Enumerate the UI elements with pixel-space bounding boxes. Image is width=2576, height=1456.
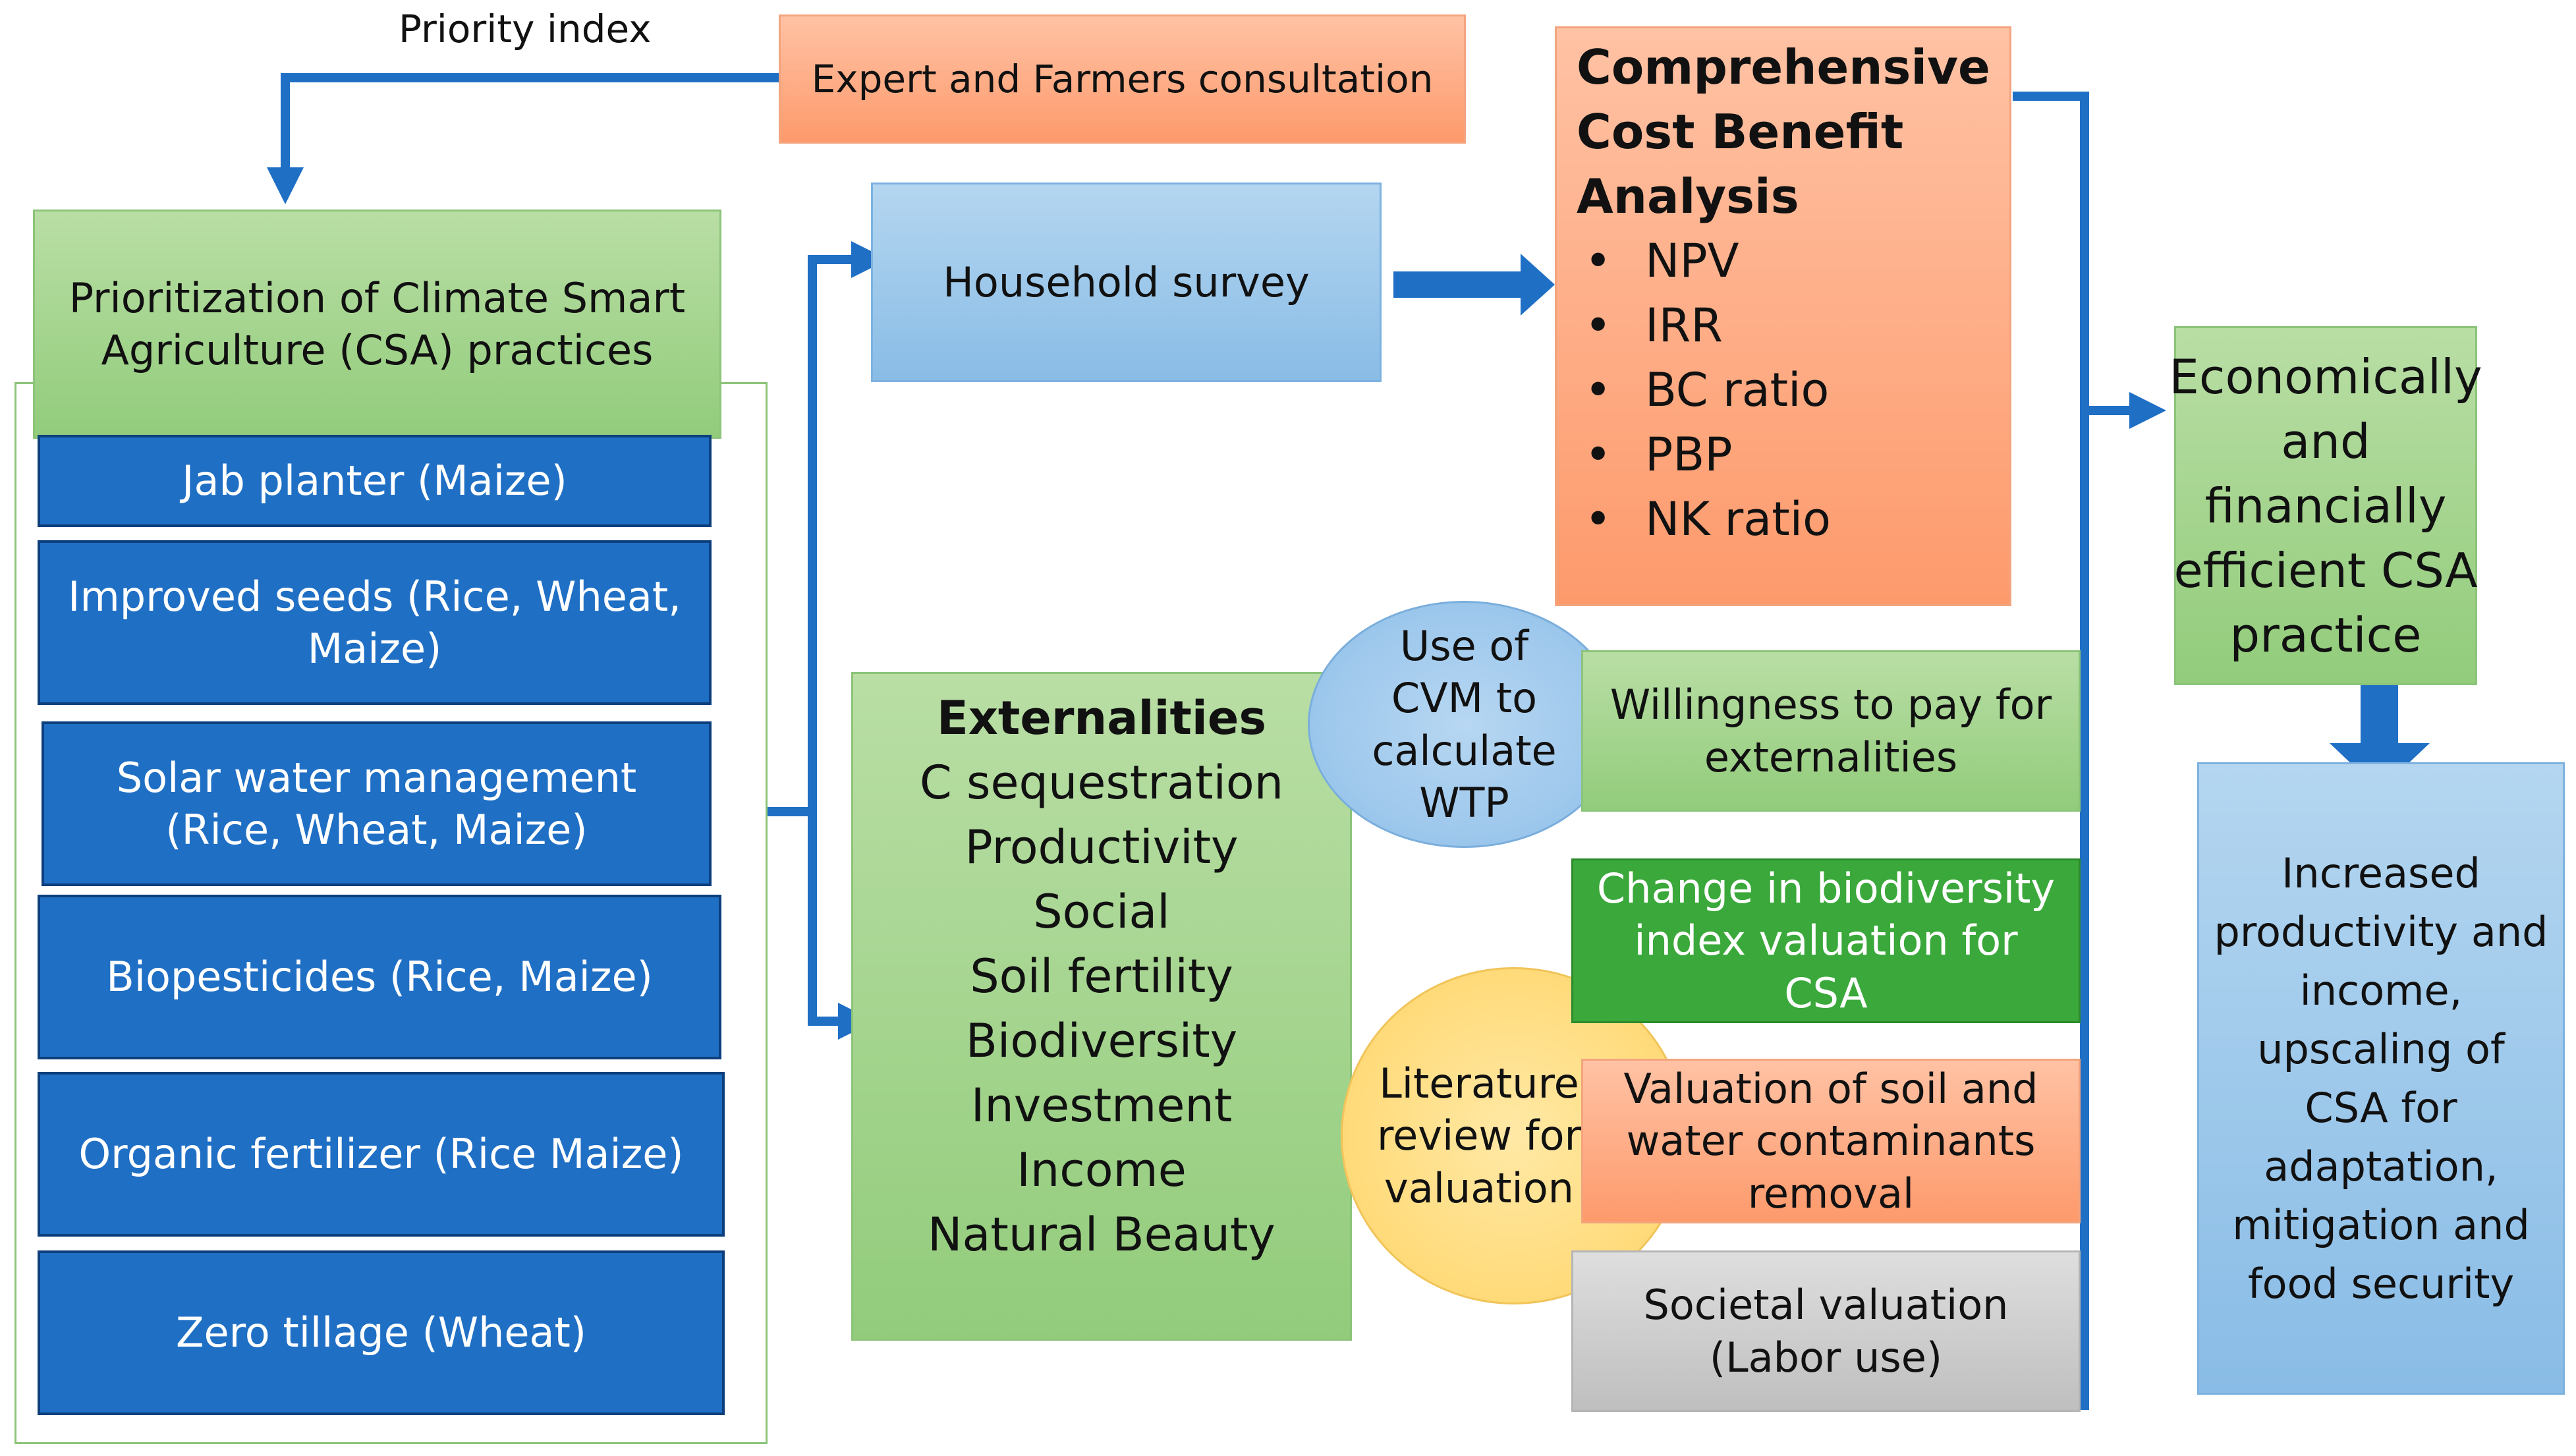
cba-metric-pbp: PBP: [1584, 422, 1831, 487]
cvm-line: Use of: [1399, 621, 1529, 670]
cvm-ellipse: Use of CVM to calculate WTP: [1308, 601, 1621, 848]
literature-line: review for: [1377, 1111, 1581, 1160]
externality-item: C sequestration: [919, 756, 1284, 810]
cba-metric-bc-ratio: BC ratio: [1584, 358, 1831, 422]
practice-improved-seeds: Improved seeds (Rice, Wheat, Maize): [38, 540, 712, 705]
externality-item: Social: [1033, 885, 1170, 939]
externality-item: Biodiversity: [965, 1014, 1238, 1068]
practice-jab-planter: Jab planter (Maize): [38, 435, 712, 527]
practice-organic-fertilizer: Organic fertilizer (Rice Maize): [38, 1072, 725, 1237]
practice-solar-water-management: Solar water management (Rice, Wheat, Mai…: [42, 721, 712, 886]
willingness-to-pay-box: Willingness to pay for externalities: [1581, 650, 2081, 812]
survey-branch-arrow: [808, 241, 888, 812]
cost-benefit-analysis-box: Comprehensive Cost Benefit Analysis NPV …: [1555, 26, 2011, 606]
practice-biopesticides: Biopesticides (Rice, Maize): [38, 895, 721, 1059]
externalities-title: Externalities: [936, 691, 1267, 745]
externality-item: Natural Beauty: [928, 1208, 1275, 1262]
priority-index-arrow: [267, 73, 781, 204]
externality-item: Soil fertility: [970, 949, 1233, 1003]
priority-index-label: Priority index: [399, 7, 652, 51]
externality-item: Productivity: [965, 820, 1239, 874]
economically-efficient-practice-box: Economically and financially efficient C…: [2169, 326, 2482, 685]
externality-item: Income: [1017, 1143, 1187, 1197]
survey-to-cba-arrow: [1393, 254, 1555, 316]
cba-title-line: Cost Benefit: [1577, 104, 1904, 159]
externalities-branch-arrow: [808, 812, 875, 1040]
outcome-box: Increased productivity and income, upsca…: [2197, 762, 2565, 1395]
cvm-line: WTP: [1419, 778, 1509, 827]
cba-metric-nk-ratio: NK ratio: [1584, 487, 1831, 551]
household-survey-box: Household survey: [871, 182, 1382, 382]
cba-title-line: Analysis: [1577, 169, 1799, 224]
cvm-line: calculate: [1372, 726, 1557, 775]
cba-metric-irr: IRR: [1584, 293, 1831, 358]
externality-item: Investment: [970, 1078, 1233, 1133]
practice-zero-tillage: Zero tillage (Wheat): [38, 1250, 725, 1415]
cvm-line: CVM to: [1391, 674, 1538, 723]
prioritization-box: Prioritization of Climate Smart Agricult…: [33, 210, 721, 439]
consultation-box: Expert and Farmers consultation: [779, 14, 1466, 144]
externalities-box: Externalities C sequestration Productivi…: [851, 672, 1352, 1341]
cba-metric-list: NPV IRR BC ratio PBP NK ratio: [1584, 229, 1831, 551]
cba-title-line: Comprehensive: [1577, 40, 1990, 95]
cba-output-line: [2013, 92, 2089, 1410]
biodiversity-valuation-box: Change in biodiversity index valuation f…: [1571, 858, 2081, 1023]
cba-metric-npv: NPV: [1584, 229, 1831, 293]
soil-water-valuation-box: Valuation of soil and water contaminants…: [1581, 1059, 2081, 1223]
societal-valuation-box: Societal valuation (Labor use): [1571, 1250, 2081, 1412]
literature-line: valuation: [1384, 1163, 1574, 1212]
literature-line: Literature: [1379, 1059, 1579, 1107]
